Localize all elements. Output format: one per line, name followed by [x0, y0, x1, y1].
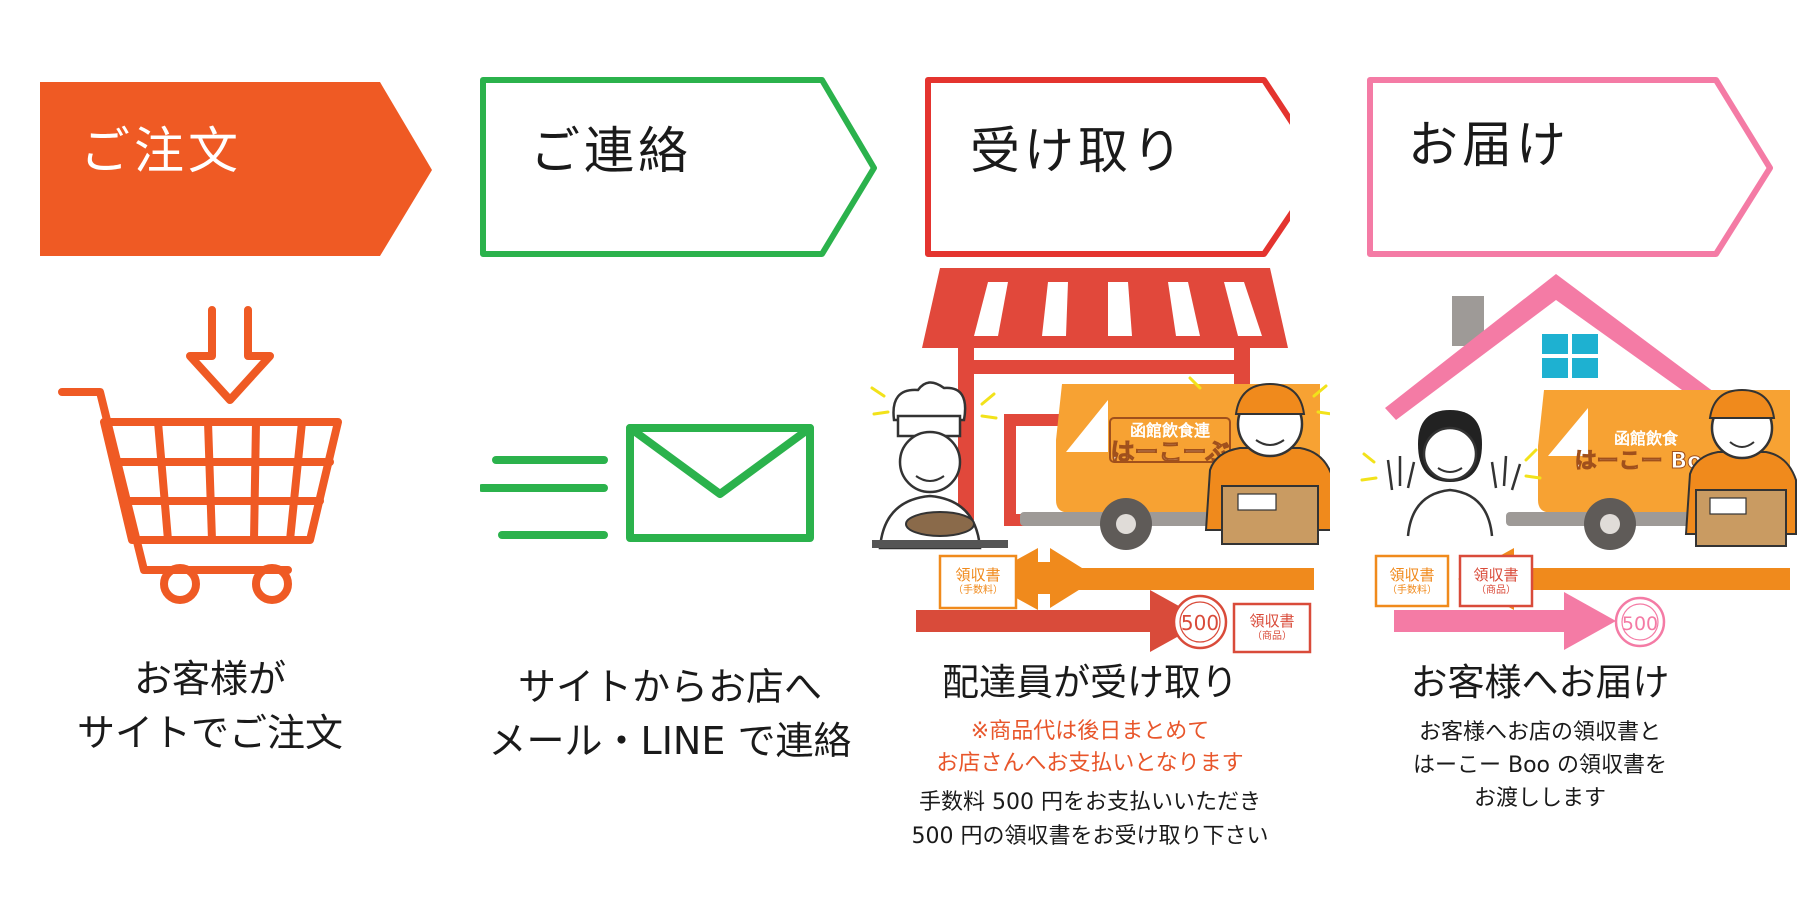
delivery-note-line1: お客様へお店の領収書と: [1418, 720, 1661, 745]
coin-value: 500: [1181, 611, 1219, 635]
coin-value-2: 500: [1622, 613, 1658, 635]
customer-icon: [1386, 410, 1522, 537]
receipt-goods-title-2: 領収書: [1473, 566, 1519, 584]
step-delivery: お届け 函館飲食 はーこー Boo: [1330, 0, 1797, 923]
receipt-goods-sub: （商品）: [1252, 631, 1292, 642]
pickup-caption: 配達員が受け取り: [942, 661, 1238, 704]
pickup-note-red-line1: ※商品代は後日まとめて: [970, 719, 1210, 744]
receipt-goods-label: 領収書 （商品）: [1234, 612, 1310, 644]
pink-right-arrow: [1394, 592, 1616, 650]
shopping-cart-icon: [58, 306, 342, 604]
step-contact: ご連絡 サイトからお店へ メール・LINE で連絡: [480, 0, 930, 923]
pickup-banner: [925, 77, 1290, 257]
house-icon: [1385, 274, 1722, 420]
pickup-note-line2: 500 円の領収書をお受け取り下さい: [911, 824, 1269, 849]
receipt-goods-sub-2: （商品）: [1476, 585, 1516, 596]
pickup-note-red-line2: お店さんへお支払いとなります: [936, 751, 1244, 776]
delivery-person-icon: [1204, 382, 1330, 545]
pickup-note-line1: 手数料 500 円をお支払いいただき: [919, 790, 1261, 815]
delivery-person-icon-2: [1684, 388, 1797, 547]
contact-caption-line2: メール・LINE で連絡: [488, 719, 852, 763]
order-banner: [40, 82, 432, 256]
coin-icon: [1172, 594, 1228, 650]
receipt-fee-icon: [938, 554, 1018, 610]
pickup-note: 手数料 500 円をお支払いいただき 500 円の領収書をお受け取り下さい: [890, 786, 1290, 854]
receipt-goods-label-2: 領収書 （商品）: [1460, 566, 1532, 598]
delivery-banner-label: お届け: [1408, 116, 1570, 174]
pickup-note-red: ※商品代は後日まとめて お店さんへお支払いとなります: [890, 716, 1290, 780]
receipt-goods-icon: [1232, 602, 1312, 654]
delivery-caption: お客様へお届け: [1410, 661, 1670, 704]
delivery-note: お客様へお店の領収書と はーこー Boo の領収書を お渡しします: [1340, 716, 1740, 815]
step-order: ご注文 お客様が サイトでご注文: [40, 0, 490, 923]
pickup-illustration: 函館飲食連 はーこーぶ: [870, 268, 1330, 654]
receipt-fee-title-2: 領収書: [1389, 566, 1435, 584]
receipt-goods-icon-2: [1458, 554, 1534, 608]
contact-caption: サイトからお店へ メール・LINE で連絡: [460, 660, 880, 768]
delivery-illustration: 函館飲食 はーこー Boo: [1360, 274, 1797, 650]
order-caption-line1: お客様が: [133, 657, 286, 701]
receipt-fee-label: 領収書 （手数料）: [940, 566, 1016, 598]
receipt-fee-sub-2: （手数料）: [1387, 585, 1437, 596]
coin-icon-2: [1614, 596, 1666, 648]
contact-banner: [480, 77, 877, 257]
order-banner-label: ご注文: [80, 122, 242, 180]
contact-caption-line1: サイトからお店へ: [517, 665, 822, 709]
chef-icon: [872, 381, 1008, 550]
delivery-note-line2: はーこー Boo の領収書を: [1413, 753, 1667, 778]
order-caption-line2: サイトでご注文: [76, 711, 343, 755]
pickup-banner-label: 受け取り: [970, 122, 1186, 180]
van-sign-main: はーこーぶ: [1110, 438, 1229, 466]
receipt-fee-sub: （手数料）: [953, 585, 1003, 596]
van-sign-top: 函館飲食連: [1130, 421, 1211, 440]
receipt-fee-title: 領収書: [955, 566, 1001, 584]
order-caption: お客様が サイトでご注文: [10, 652, 410, 760]
van-sign-top-2: 函館飲食: [1614, 429, 1679, 448]
step-pickup: 受け取り 函館飲食連 はーこーぶ: [870, 0, 1330, 923]
contact-banner-label: ご連絡: [530, 122, 692, 180]
receipt-goods-title: 領収書: [1249, 612, 1295, 630]
receipt-fee-label-2: 領収書 （手数料）: [1376, 566, 1448, 598]
envelope-icon: [480, 424, 814, 542]
delivery-note-line3: お渡しします: [1473, 786, 1606, 811]
delivery-banner: [1367, 77, 1773, 257]
orange-left-arrow: [982, 548, 1314, 610]
receipt-fee-icon-2: [1374, 554, 1450, 608]
